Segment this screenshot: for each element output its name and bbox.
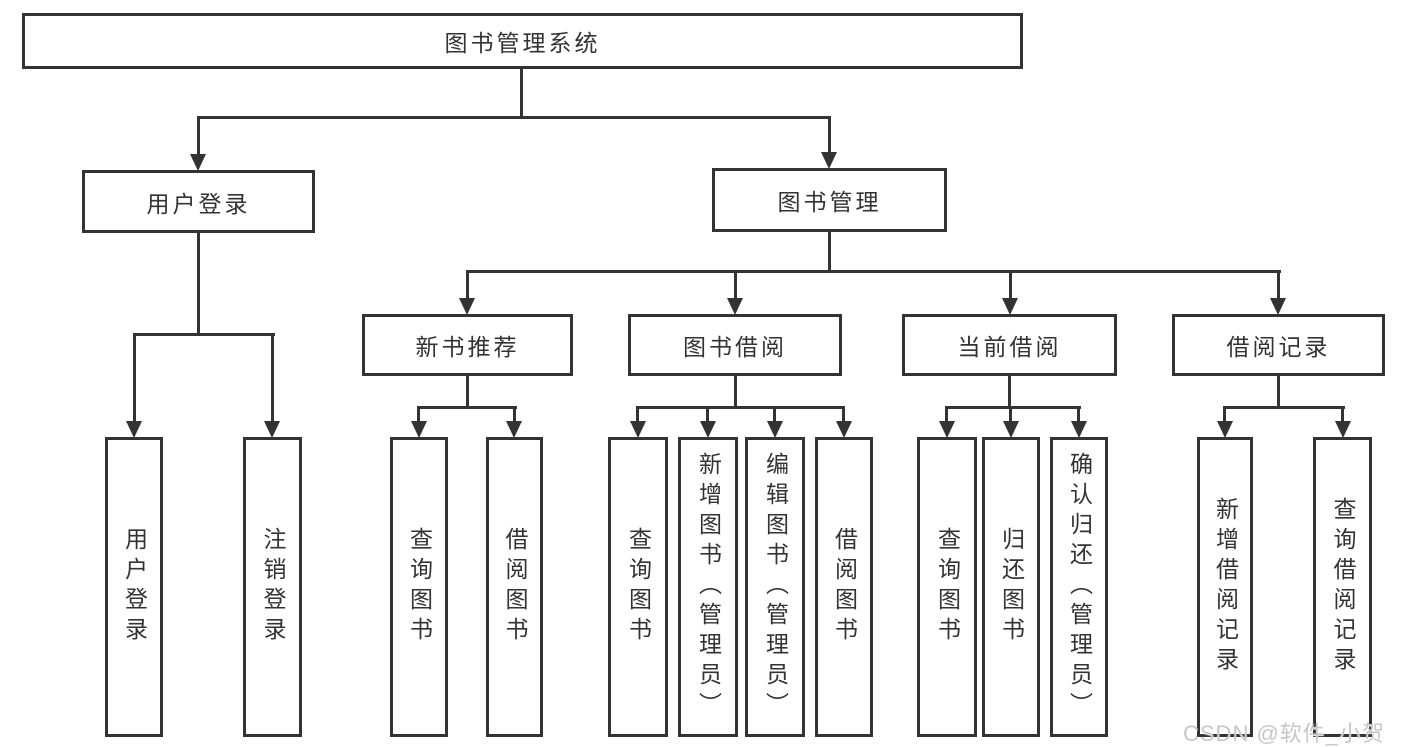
connector-line (1277, 270, 1280, 300)
connector-line (706, 406, 709, 422)
connector-line (828, 230, 831, 273)
connector-line (1277, 373, 1280, 409)
watermark: CSDN @软件_小贺同学 (1183, 721, 1386, 746)
connector-arrow (767, 421, 783, 438)
connector-line (945, 406, 1081, 409)
connector-line (828, 116, 831, 154)
connector-arrow (1335, 421, 1351, 438)
leaf-logout: 注销登录 (243, 437, 302, 737)
node-current-borrow: 当前借阅 (902, 314, 1117, 376)
connector-arrow (727, 298, 743, 315)
node-library-system: 图书管理系统 (22, 13, 1023, 69)
connector-line (1009, 270, 1012, 300)
leaf-add-book-admin: 新增图书（管理员） (678, 437, 738, 737)
node-new-book-recommend: 新书推荐 (362, 314, 573, 376)
leaf-query-borrow-record: 查询借阅记录 (1313, 437, 1372, 737)
connector-line (466, 270, 1281, 273)
connector-line (417, 406, 420, 422)
connector-line (417, 406, 517, 409)
connector-arrow (411, 421, 427, 438)
leaf-query-books-borrow: 查询图书 (608, 437, 668, 737)
connector-line (945, 406, 948, 422)
connector-line (636, 406, 845, 409)
connector-arrow (821, 152, 837, 169)
leaf-add-borrow-record: 新增借阅记录 (1197, 437, 1253, 737)
connector-arrow (1217, 421, 1233, 438)
connector-line (133, 333, 136, 423)
connector-line (773, 406, 776, 422)
connector-line (466, 270, 469, 300)
connector-line (842, 406, 845, 422)
connector-arrow (1270, 298, 1286, 315)
node-book-borrow: 图书借阅 (628, 314, 842, 376)
connector-arrow (459, 298, 475, 315)
connector-arrow (506, 421, 522, 438)
connector-arrow (126, 421, 142, 438)
leaf-query-books-recommend: 查询图书 (390, 437, 448, 737)
connector-line (520, 66, 523, 119)
connector-line (197, 116, 831, 119)
leaf-user-login: 用户登录 (105, 437, 163, 737)
connector-line (197, 116, 200, 156)
connector-line (197, 231, 200, 336)
connector-line (466, 373, 469, 409)
connector-arrow (1071, 421, 1087, 438)
connector-line (1341, 406, 1344, 422)
connector-line (133, 333, 275, 336)
connector-arrow (700, 421, 716, 438)
connector-arrow (1003, 421, 1019, 438)
connector-line (513, 406, 516, 422)
connector-arrow (264, 421, 280, 438)
connector-arrow (630, 421, 646, 438)
leaf-confirm-return-admin: 确认归还（管理员） (1050, 437, 1108, 737)
leaf-return-book: 归还图书 (982, 437, 1040, 737)
leaf-borrow-books-recommend: 借阅图书 (486, 437, 543, 737)
node-user-login: 用户登录 (82, 170, 315, 233)
connector-arrow (1002, 298, 1018, 315)
connector-line (1008, 373, 1011, 409)
connector-line (1223, 406, 1226, 422)
connector-arrow (939, 421, 955, 438)
connector-arrow (836, 421, 852, 438)
connector-line (271, 333, 274, 423)
connector-line (734, 373, 737, 409)
node-book-management: 图书管理 (712, 168, 947, 232)
connector-line (1077, 406, 1080, 422)
connector-line (734, 270, 737, 300)
connector-line (1009, 406, 1012, 422)
leaf-borrow-books: 借阅图书 (815, 437, 873, 737)
connector-arrow (190, 154, 206, 171)
leaf-query-books-current: 查询图书 (917, 437, 977, 737)
node-borrow-records: 借阅记录 (1172, 314, 1385, 376)
leaf-edit-book-admin: 编辑图书（管理员） (745, 437, 805, 737)
connector-line (1223, 406, 1345, 409)
connector-line (636, 406, 639, 422)
